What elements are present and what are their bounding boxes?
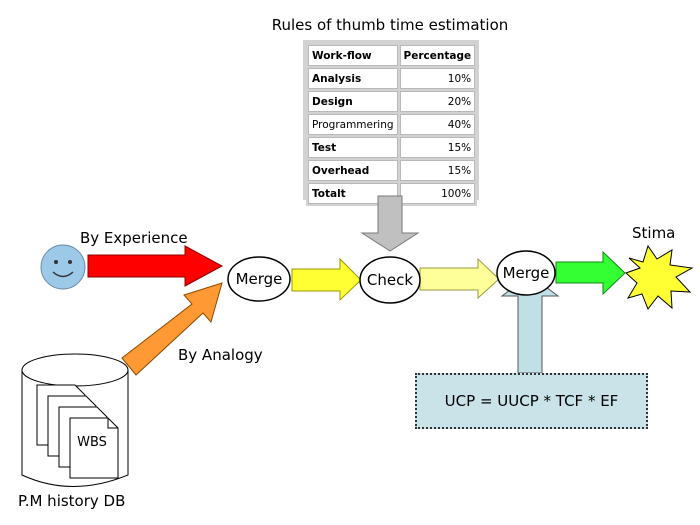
header-workflow: Work-flow (308, 45, 398, 66)
stima-star-icon (625, 244, 694, 311)
merge-node-2-label: Merge (503, 264, 550, 282)
workflow-cell: Analysis (308, 68, 398, 89)
workflow-cell: Programmering (308, 114, 398, 135)
history-db-label: P.M history DB (18, 492, 126, 510)
merge-to-check-arrow (291, 257, 362, 302)
merge-node-1 (227, 256, 291, 302)
percentage-cell: 40% (399, 114, 476, 135)
formula-box: UCP = UUCP * TCF * EF (415, 373, 648, 429)
check-node (359, 256, 421, 304)
percentage-cell: 100% (399, 183, 476, 204)
by-analogy-label: By Analogy (178, 346, 263, 364)
merge-node-2 (496, 250, 556, 296)
wbs-document-stack-icon (36, 384, 119, 479)
table-header-row: Work-flow Percentage (308, 45, 476, 66)
merge-node-1-label: Merge (236, 270, 283, 288)
check-node-label: Check (367, 271, 413, 289)
stima-label: Stima (632, 224, 676, 242)
experience-face-icon (40, 244, 86, 290)
workflow-cell: Totalt (308, 183, 398, 204)
header-percentage: Percentage (399, 45, 476, 66)
merge-to-stima-arrow (555, 250, 626, 296)
analogy-arrow (121, 282, 223, 376)
percentage-cell: 10% (399, 68, 476, 89)
percentage-cell: 20% (399, 91, 476, 112)
workflow-cell: Test (308, 137, 398, 158)
percentage-cell: 15% (399, 160, 476, 181)
experience-arrow (87, 245, 224, 287)
by-experience-label: By Experience (80, 229, 188, 247)
check-to-merge-arrow (419, 257, 500, 300)
workflow-cell: Overhead (308, 160, 398, 181)
wbs-label: WBS (77, 435, 107, 450)
formula-text: UCP = UUCP * TCF * EF (444, 392, 619, 410)
table-title: Rules of thumb time estimation (271, 16, 509, 34)
workflow-cell: Design (308, 91, 398, 112)
percentage-cell: 15% (399, 137, 476, 158)
table-down-arrow (360, 195, 420, 252)
